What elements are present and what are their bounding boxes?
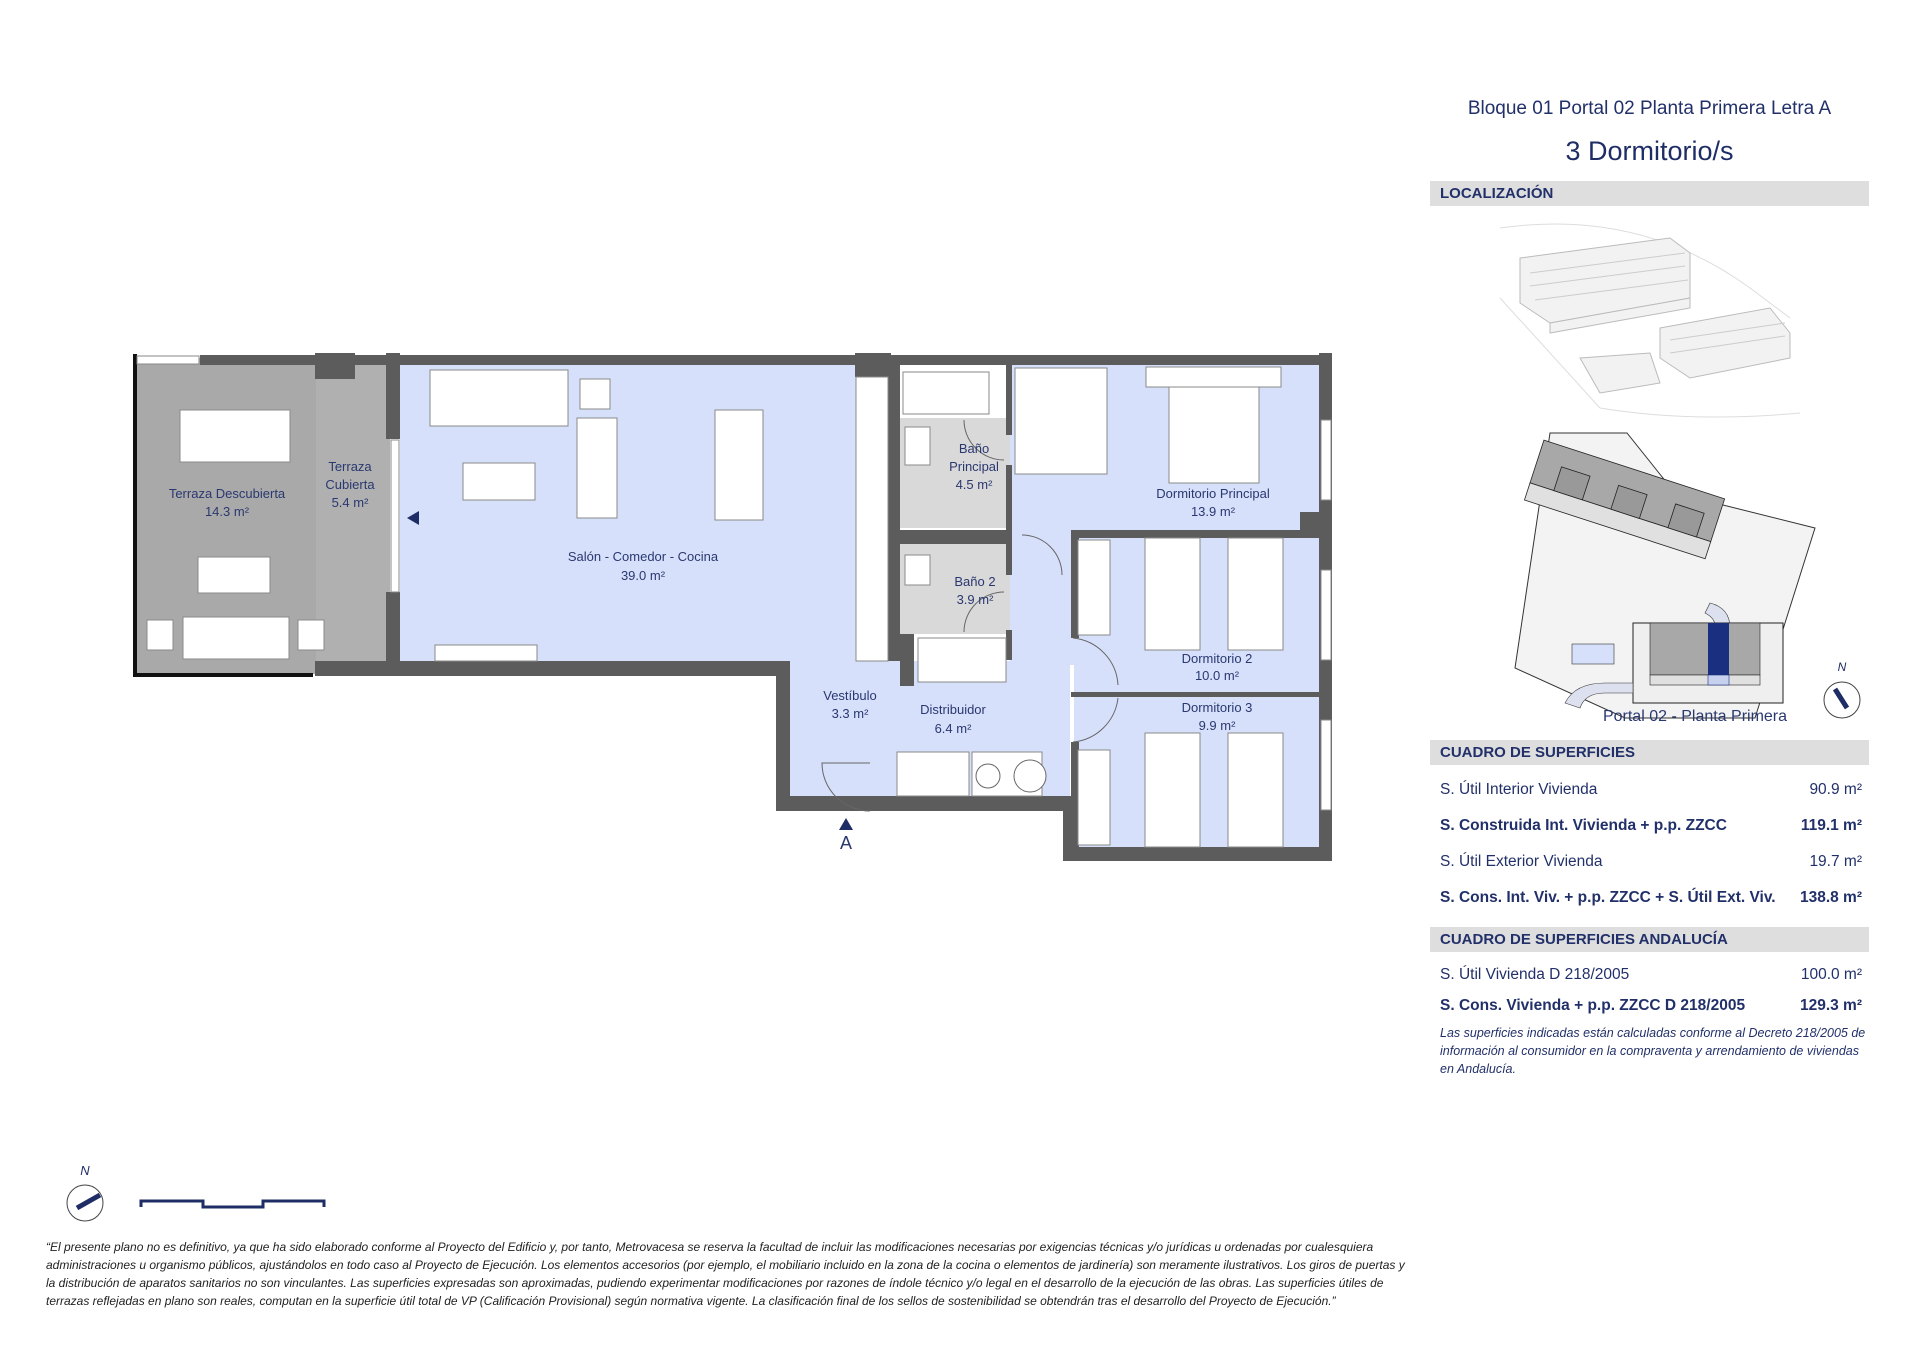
label-bano-principal-1: Baño xyxy=(959,441,989,456)
andalucia-row: S. Cons. Vivienda + p.p. ZZCC D 218/2005… xyxy=(1440,997,1862,1015)
furniture xyxy=(146,366,1284,848)
area-vestibulo: 3.3 m² xyxy=(832,706,870,721)
label-terraza-cubierta-1: Terraza xyxy=(328,459,372,474)
area-bano-principal: 4.5 m² xyxy=(956,477,994,492)
label-dormitorio-3: Dormitorio 3 xyxy=(1182,700,1253,715)
superficies-header: CUADRO DE SUPERFICIES xyxy=(1430,740,1869,765)
site-plan-map: Portal 02 - Planta Primera N xyxy=(1514,432,1861,725)
row-label: S. Construida Int. Vivienda + p.p. ZZCC xyxy=(1440,817,1727,834)
site-north-label: N xyxy=(1838,660,1847,674)
section-a-label: A xyxy=(840,833,852,853)
site-compass-needle-icon xyxy=(1832,687,1850,710)
label-terraza-descubierta: Terraza Descubierta xyxy=(169,486,286,501)
floor-plan: A Terraza Descubierta 14.3 m² Terraza Cu… xyxy=(133,353,1332,861)
row-label: S. Útil Vivienda D 218/2005 xyxy=(1440,966,1630,983)
compass-icon xyxy=(66,1184,104,1222)
vestibulo-area xyxy=(790,661,890,796)
row-value: 129.3 m² xyxy=(1799,997,1862,1014)
entry-arrow-icon xyxy=(407,511,419,525)
area-bano-2: 3.9 m² xyxy=(957,592,995,607)
andalucia-header: CUADRO DE SUPERFICIES ANDALUCÍA xyxy=(1430,927,1869,952)
superficie-row: S. Cons. Int. Viv. + p.p. ZZCC + S. Útil… xyxy=(1440,889,1862,907)
aerial-view-image xyxy=(1499,223,1801,418)
row-value: 90.9 m² xyxy=(1809,781,1862,798)
area-dormitorio-2: 10.0 m² xyxy=(1195,668,1240,683)
terraza-cubierta-area xyxy=(316,358,390,674)
area-terraza-cubierta: 5.4 m² xyxy=(332,495,370,510)
label-bano-2: Baño 2 xyxy=(954,574,995,589)
unit-highlight xyxy=(1708,623,1729,675)
localizacion-header: LOCALIZACIÓN xyxy=(1430,181,1869,206)
row-value: 100.0 m² xyxy=(1800,966,1862,983)
area-salon: 39.0 m² xyxy=(621,568,666,583)
label-salon: Salón - Comedor - Cocina xyxy=(568,549,719,564)
disclaimer-text: “El presente plano no es definitivo, ya … xyxy=(46,1240,1405,1308)
scale-bar xyxy=(139,1199,326,1209)
label-distribuidor: Distribuidor xyxy=(920,702,986,717)
site-plan-label: Portal 02 - Planta Primera xyxy=(1603,708,1787,725)
label-dormitorio-principal: Dormitorio Principal xyxy=(1156,486,1270,501)
unit-title: Bloque 01 Portal 02 Planta Primera Letra… xyxy=(1467,98,1832,119)
compass-needle-icon xyxy=(75,1192,102,1211)
label-dormitorio-2: Dormitorio 2 xyxy=(1182,651,1253,666)
label-terraza-cubierta-2: Cubierta xyxy=(325,477,375,492)
doors xyxy=(821,419,1119,812)
row-value: 138.8 m² xyxy=(1799,889,1862,906)
section-a-marker-icon xyxy=(839,818,853,830)
plan-north-compass: N xyxy=(66,1163,326,1222)
area-dormitorio-3: 9.9 m² xyxy=(1199,718,1237,733)
row-label: S. Útil Interior Vivienda xyxy=(1440,781,1598,798)
row-label: S. Cons. Vivienda + p.p. ZZCC D 218/2005 xyxy=(1440,997,1746,1014)
row-value: 119.1 m² xyxy=(1800,817,1862,834)
label-vestibulo: Vestíbulo xyxy=(823,688,877,703)
label-bano-principal-2: Principal xyxy=(949,459,999,474)
bedrooms-title: 3 Dormitorio/s xyxy=(1565,136,1734,166)
area-distribuidor: 6.4 m² xyxy=(935,721,973,736)
row-value: 19.7 m² xyxy=(1809,853,1862,870)
area-terraza-descubierta: 14.3 m² xyxy=(205,504,250,519)
superficie-row: S. Construida Int. Vivienda + p.p. ZZCC 1… xyxy=(1440,817,1862,835)
row-label: S. Cons. Int. Viv. + p.p. ZZCC + S. Útil… xyxy=(1440,889,1776,906)
andalucia-note: Las superficies indicadas están calculad… xyxy=(1440,1026,1866,1076)
andalucia-row: S. Útil Vivienda D 218/2005 100.0 m² xyxy=(1440,966,1862,984)
north-label: N xyxy=(80,1163,90,1178)
superficie-row: S. Útil Interior Vivienda 90.9 m² xyxy=(1440,781,1862,799)
room-labels: Terraza Descubierta 14.3 m² Terraza Cubi… xyxy=(169,441,1270,736)
row-label: S. Útil Exterior Vivienda xyxy=(1440,853,1603,870)
area-dormitorio-principal: 13.9 m² xyxy=(1191,504,1236,519)
superficie-row: S. Útil Exterior Vivienda 19.7 m² xyxy=(1440,853,1862,871)
windows xyxy=(136,355,1332,811)
